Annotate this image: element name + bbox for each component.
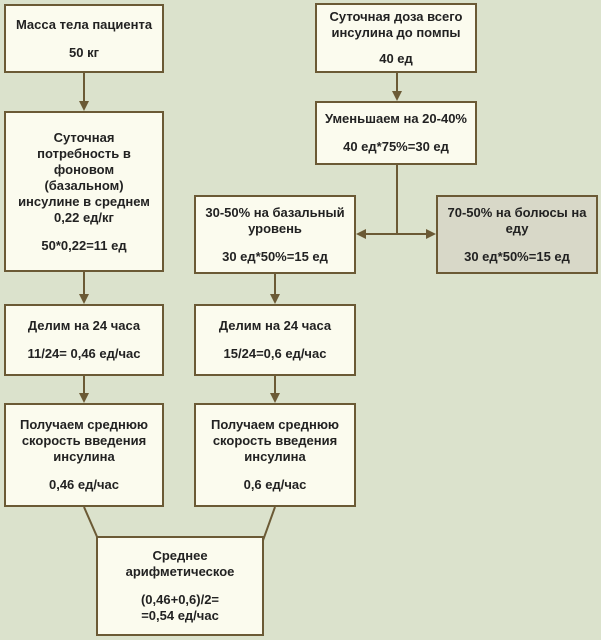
box-label: инсулина	[53, 449, 115, 464]
box-value: 40 ед	[379, 51, 413, 66]
box-value: 0,6 ед/час	[243, 477, 307, 492]
box-value: 0,46 ед/час	[48, 477, 119, 492]
box-label: Получаем среднюю	[19, 417, 149, 432]
box-label: Суточная доза всего	[329, 9, 463, 24]
divide-right-box: Делим на 24 часа 15/24=0,6 ед/час	[194, 304, 356, 376]
box-label: Делим на 24 часа	[27, 318, 141, 333]
box-label: Суточная	[53, 129, 115, 145]
box-label: скорость введения	[21, 433, 147, 448]
box-value: (0,46+0,6)/2=	[140, 592, 220, 607]
box-label: скорость введения	[212, 433, 338, 448]
box-label: Масса тела пациента	[15, 16, 153, 32]
box-label: уровень	[248, 220, 302, 236]
basal-share-box: 30-50% на базальный уровень 30 ед*50%=15…	[194, 195, 356, 274]
box-label: инсулина	[244, 449, 306, 464]
arrow-reduce-to-basal	[356, 165, 398, 239]
mean-box: Среднее арифметическое (0,46+0,6)/2= =0,…	[96, 536, 264, 636]
box-label: инсулине в среднем	[18, 193, 150, 209]
box-label: Уменьшаем на 20-40%	[325, 111, 467, 126]
box-label: Получаем среднюю	[210, 417, 340, 432]
box-label: арифметическое	[125, 564, 235, 579]
box-value: 50*0,22=11 ед	[41, 237, 127, 253]
box-label: Среднее	[152, 548, 208, 563]
daily-dose-box: Суточная доза всего инсулина до помпы 40…	[315, 3, 477, 73]
bolus-share-box: 70-50% на болюсы на еду 30 ед*50%=15 ед	[436, 195, 598, 274]
box-label: 0,22 ед/кг	[54, 209, 114, 225]
reduce-box: Уменьшаем на 20-40% 40 ед*75%=30 ед	[315, 101, 477, 165]
box-label: еду	[505, 220, 529, 236]
box-value: 50 кг	[69, 44, 99, 60]
box-value: 30 ед*50%=15 ед	[222, 248, 328, 264]
box-label: (базальном)	[44, 177, 124, 193]
box-label: Делим на 24 часа	[218, 318, 332, 333]
box-value: 15/24=0,6 ед/час	[223, 346, 327, 361]
box-value: 30 ед*50%=15 ед	[464, 248, 570, 264]
box-label: 70-50% на болюсы на	[447, 204, 587, 220]
box-value: =0,54 ед/час	[141, 608, 219, 623]
box-value: 11/24= 0,46 ед/час	[27, 346, 141, 361]
box-value: 40 ед*75%=30 ед	[343, 139, 449, 154]
daily-need-box: Суточная потребность в фоновом (базально…	[4, 111, 164, 272]
avg-rate-right-box: Получаем среднюю скорость введения инсул…	[194, 403, 356, 507]
box-label: 30-50% на базальный	[205, 204, 345, 220]
box-label: потребность в	[37, 145, 131, 161]
divide-left-box: Делим на 24 часа 11/24= 0,46 ед/час	[4, 304, 164, 376]
box-label: фоновом	[53, 161, 115, 177]
avg-rate-left-box: Получаем среднюю скорость введения инсул…	[4, 403, 164, 507]
box-label: инсулина до помпы	[331, 25, 461, 40]
patient-mass-box: Масса тела пациента 50 кг	[4, 4, 164, 73]
